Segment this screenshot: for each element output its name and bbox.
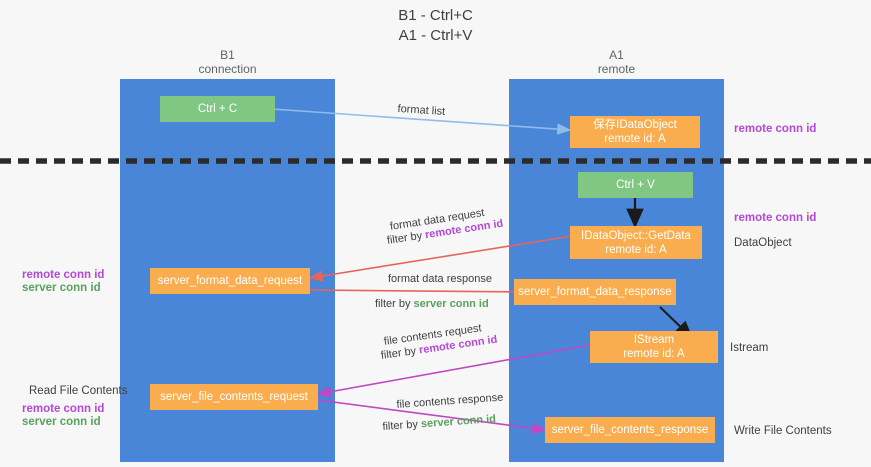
filter-key-server-conn-id: server conn id: [413, 298, 489, 310]
edge-label-format-data-response: format data response: [388, 272, 492, 287]
node-save-idataobject[interactable]: 保存IDataObject remote id: A: [570, 116, 700, 148]
filter-prefix: filter by: [375, 298, 414, 310]
node-ctrl-c[interactable]: Ctrl + C: [160, 96, 275, 122]
page-title: B1 - Ctrl+C A1 - Ctrl+V: [398, 7, 473, 44]
annotation-left-remote-conn-id-1: remote conn id: [22, 269, 105, 281]
annotation-left-server-conn-id-2: server conn id: [22, 416, 101, 428]
annotation-remote-conn-id-mid: remote conn id: [734, 212, 817, 224]
annotation-read-file-contents: Read File Contents: [29, 385, 128, 397]
node-server-file-contents-response[interactable]: server_file_contents_response: [545, 417, 715, 443]
node-server-format-data-request[interactable]: server_format_data_request: [150, 268, 310, 294]
filter-key-server-conn-id: server conn id: [420, 413, 497, 431]
node-server-format-data-response[interactable]: server_format_data_response: [514, 279, 676, 305]
node-istream[interactable]: IStream remote id: A: [590, 331, 718, 363]
annotation-remote-conn-id-top: remote conn id: [734, 123, 817, 135]
edge-label-format-list: format list: [397, 102, 446, 118]
annotation-write-file-contents: Write File Contents: [734, 425, 832, 437]
edge-label-format-data-response-filter: filter by server conn id: [375, 297, 489, 312]
node-idataobject-getdata[interactable]: IDataObject::GetData remote id: A: [570, 226, 702, 259]
edge-label-file-contents-response-text: file contents response: [396, 391, 504, 411]
filter-prefix: filter by: [382, 418, 422, 433]
lane-header-a1: A1 remote: [597, 48, 636, 76]
annotation-left-remote-conn-id-2: remote conn id: [22, 403, 105, 415]
node-server-file-contents-request[interactable]: server_file_contents_request: [150, 384, 318, 410]
annotation-left-server-conn-id-1: server conn id: [22, 282, 101, 294]
edge-label-file-contents-response-filter: filter by server conn id: [382, 412, 496, 435]
node-ctrl-v[interactable]: Ctrl + V: [578, 172, 693, 198]
edge-label-file-contents-response: file contents response: [396, 391, 504, 413]
edge-label-format-data-response-text: format data response: [388, 273, 492, 285]
annotation-istream: Istream: [730, 342, 769, 354]
lane-header-b1: B1 connection: [198, 48, 257, 76]
annotation-data-object: DataObject: [734, 237, 792, 249]
filter-prefix: filter by: [380, 344, 420, 362]
